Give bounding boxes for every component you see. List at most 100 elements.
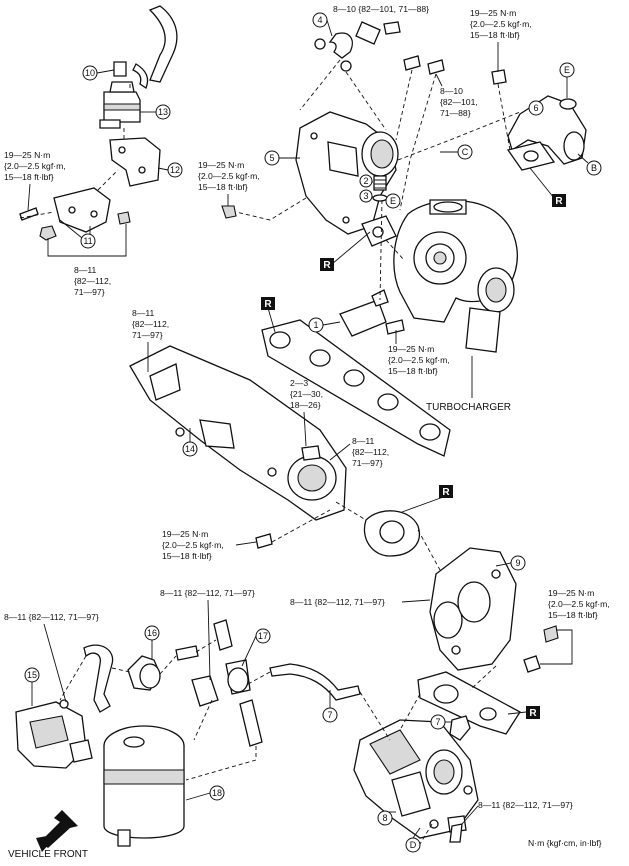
callout-part-11: 11 bbox=[59, 219, 96, 249]
hose-7-left-drawing bbox=[269, 663, 361, 701]
torque-spec: 8—11 {82—112, 71—97} bbox=[461, 800, 573, 825]
svg-text:{2.0—2.5 kgf·m,: {2.0—2.5 kgf·m, bbox=[470, 19, 532, 29]
svg-text:16: 16 bbox=[147, 628, 157, 638]
svg-text:15—18 ft·lbf}: 15—18 ft·lbf} bbox=[388, 366, 438, 376]
exhaust-manifold-drawing bbox=[129, 345, 347, 521]
svg-text:7: 7 bbox=[327, 710, 332, 720]
svg-text:{2.0—2.5 kgf·m,: {2.0—2.5 kgf·m, bbox=[4, 161, 66, 171]
replace-mark: R bbox=[320, 231, 371, 271]
svg-text:{82—112,: {82—112, bbox=[132, 319, 169, 329]
svg-text:E: E bbox=[564, 65, 570, 75]
svg-text:TURBOCHARGER: TURBOCHARGER bbox=[426, 402, 511, 413]
callout-part-12: 12 bbox=[157, 162, 183, 178]
top-hoses-drawing bbox=[113, 5, 178, 89]
cooler-bolts-drawing bbox=[255, 533, 559, 673]
svg-text:19—25 N·m: 19—25 N·m bbox=[198, 160, 244, 170]
callout-part-7-left: 7 bbox=[322, 690, 338, 723]
svg-text:{2.0—2.5 kgf·m,: {2.0—2.5 kgf·m, bbox=[162, 540, 224, 550]
spring-washer-drawing bbox=[372, 175, 388, 202]
callout-part-1: 1 bbox=[308, 317, 341, 333]
svg-text:12: 12 bbox=[170, 165, 180, 175]
svg-text:{82—112,: {82—112, bbox=[74, 276, 111, 286]
callout-part-9: 9 bbox=[495, 555, 526, 571]
svg-text:15: 15 bbox=[27, 670, 37, 680]
callout-part-17: 17 bbox=[241, 628, 271, 667]
svg-text:3: 3 bbox=[363, 191, 368, 201]
svg-text:19—25 N·m: 19—25 N·m bbox=[4, 150, 50, 160]
svg-text:{2.0—2.5 kgf·m,: {2.0—2.5 kgf·m, bbox=[548, 599, 610, 609]
svg-text:14: 14 bbox=[185, 444, 195, 454]
callout-part-4: 4 bbox=[312, 12, 333, 37]
svg-text:10: 10 bbox=[85, 68, 95, 78]
replace-mark: R bbox=[507, 706, 540, 719]
torque-spec: 8—11 {82—112, 71—97} bbox=[47, 224, 127, 297]
hose-clamp-drawing bbox=[314, 21, 401, 72]
svg-text:18: 18 bbox=[212, 788, 222, 798]
svg-text:4: 4 bbox=[317, 15, 322, 25]
dashed-connectors bbox=[19, 59, 521, 845]
svg-text:1: 1 bbox=[313, 320, 318, 330]
turbocharger-drawing bbox=[393, 199, 518, 353]
ref-letter-b: B bbox=[577, 153, 602, 176]
bracket-12-drawing bbox=[109, 137, 161, 187]
torque-spec: 8—11 {82—112, 71—97} bbox=[4, 612, 99, 703]
svg-text:2: 2 bbox=[363, 176, 368, 186]
torque-spec: 8—10 {82—101, 71—88} bbox=[435, 73, 478, 118]
callout-part-10: 10 bbox=[82, 65, 115, 81]
svg-text:19—25 N·m: 19—25 N·m bbox=[162, 529, 208, 539]
callout-part-3: 3 bbox=[359, 189, 374, 203]
vehicle-front-arrow-icon bbox=[36, 810, 78, 852]
egr-valve-drawing bbox=[353, 719, 479, 839]
svg-text:18—26}: 18—26} bbox=[290, 400, 321, 410]
torque-spec: 19—25 N·m {2.0—2.5 kgf·m, 15—18 ft·lbf} bbox=[540, 588, 610, 665]
callout-part-6: 6 bbox=[528, 100, 544, 116]
ref-letter-c: C bbox=[440, 144, 473, 160]
callout-part-16: 16 bbox=[144, 625, 160, 660]
svg-text:{82—101,: {82—101, bbox=[440, 97, 478, 107]
svg-text:8—11: 8—11 bbox=[352, 436, 375, 446]
water-outlet-drawing bbox=[506, 95, 587, 171]
callout-part-8: 8 bbox=[377, 810, 396, 826]
svg-text:71—97}: 71—97} bbox=[74, 287, 105, 297]
svg-text:71—88}: 71—88} bbox=[440, 108, 471, 118]
turbocharger-label: TURBOCHARGER bbox=[426, 356, 511, 413]
svg-text:{21—30,: {21—30, bbox=[290, 389, 323, 399]
bracket-left-drawing bbox=[19, 187, 131, 241]
units-legend: N·m {kgf·cm, in·lbf} bbox=[528, 838, 602, 848]
ref-letter-e-mid: E bbox=[385, 193, 401, 209]
svg-text:71—97}: 71—97} bbox=[132, 330, 163, 340]
torque-spec: 19—25 N·m {2.0—2.5 kgf·m, 15—18 ft·lbf} bbox=[162, 529, 257, 561]
svg-text:8—11 {82—112, 71—97}: 8—11 {82—112, 71—97} bbox=[478, 800, 573, 810]
torque-spec: 8—11 {82—112, 71—97} bbox=[329, 436, 389, 468]
svg-text:15—18 ft·lbf}: 15—18 ft·lbf} bbox=[470, 30, 520, 40]
svg-text:19—25 N·m: 19—25 N·m bbox=[388, 344, 434, 354]
hose-7-right-drawing bbox=[449, 715, 471, 741]
svg-text:13: 13 bbox=[158, 107, 168, 117]
svg-text:11: 11 bbox=[83, 236, 92, 246]
intake-gasket-drawing bbox=[361, 215, 397, 247]
torque-spec: 8—11 {82—112, 71—97} bbox=[132, 308, 169, 372]
svg-text:R: R bbox=[264, 299, 272, 310]
svg-text:8: 8 bbox=[382, 813, 387, 823]
svg-text:8—11: 8—11 bbox=[74, 265, 97, 275]
callout-part-14: 14 bbox=[182, 428, 198, 457]
ref-letter-d: D bbox=[405, 827, 421, 853]
svg-text:15—18 ft·lbf}: 15—18 ft·lbf} bbox=[4, 172, 54, 182]
svg-text:7: 7 bbox=[435, 717, 440, 727]
svg-text:8—10: 8—10 bbox=[440, 86, 463, 96]
svg-text:8—10 {82—101, 71—88}: 8—10 {82—101, 71—88} bbox=[333, 4, 429, 14]
callout-part-2: 2 bbox=[359, 174, 374, 188]
solenoid-valve-drawing bbox=[99, 81, 141, 129]
vehicle-front-label: VEHICLE FRONT bbox=[8, 849, 88, 860]
torque-spec: 8—10 {82—101, 71—88} bbox=[333, 4, 429, 14]
svg-text:17: 17 bbox=[258, 631, 268, 641]
svg-text:E: E bbox=[390, 196, 396, 206]
svg-text:{2.0—2.5 kgf·m,: {2.0—2.5 kgf·m, bbox=[198, 171, 260, 181]
vacuum-hoses-drawing bbox=[83, 619, 263, 747]
vacuum-chamber-drawing bbox=[103, 725, 185, 847]
svg-text:15—18 ft·lbf}: 15—18 ft·lbf} bbox=[162, 551, 212, 561]
svg-text:8—11 {82—112, 71—97}: 8—11 {82—112, 71—97} bbox=[4, 612, 99, 622]
top-bolts-drawing bbox=[403, 55, 507, 85]
